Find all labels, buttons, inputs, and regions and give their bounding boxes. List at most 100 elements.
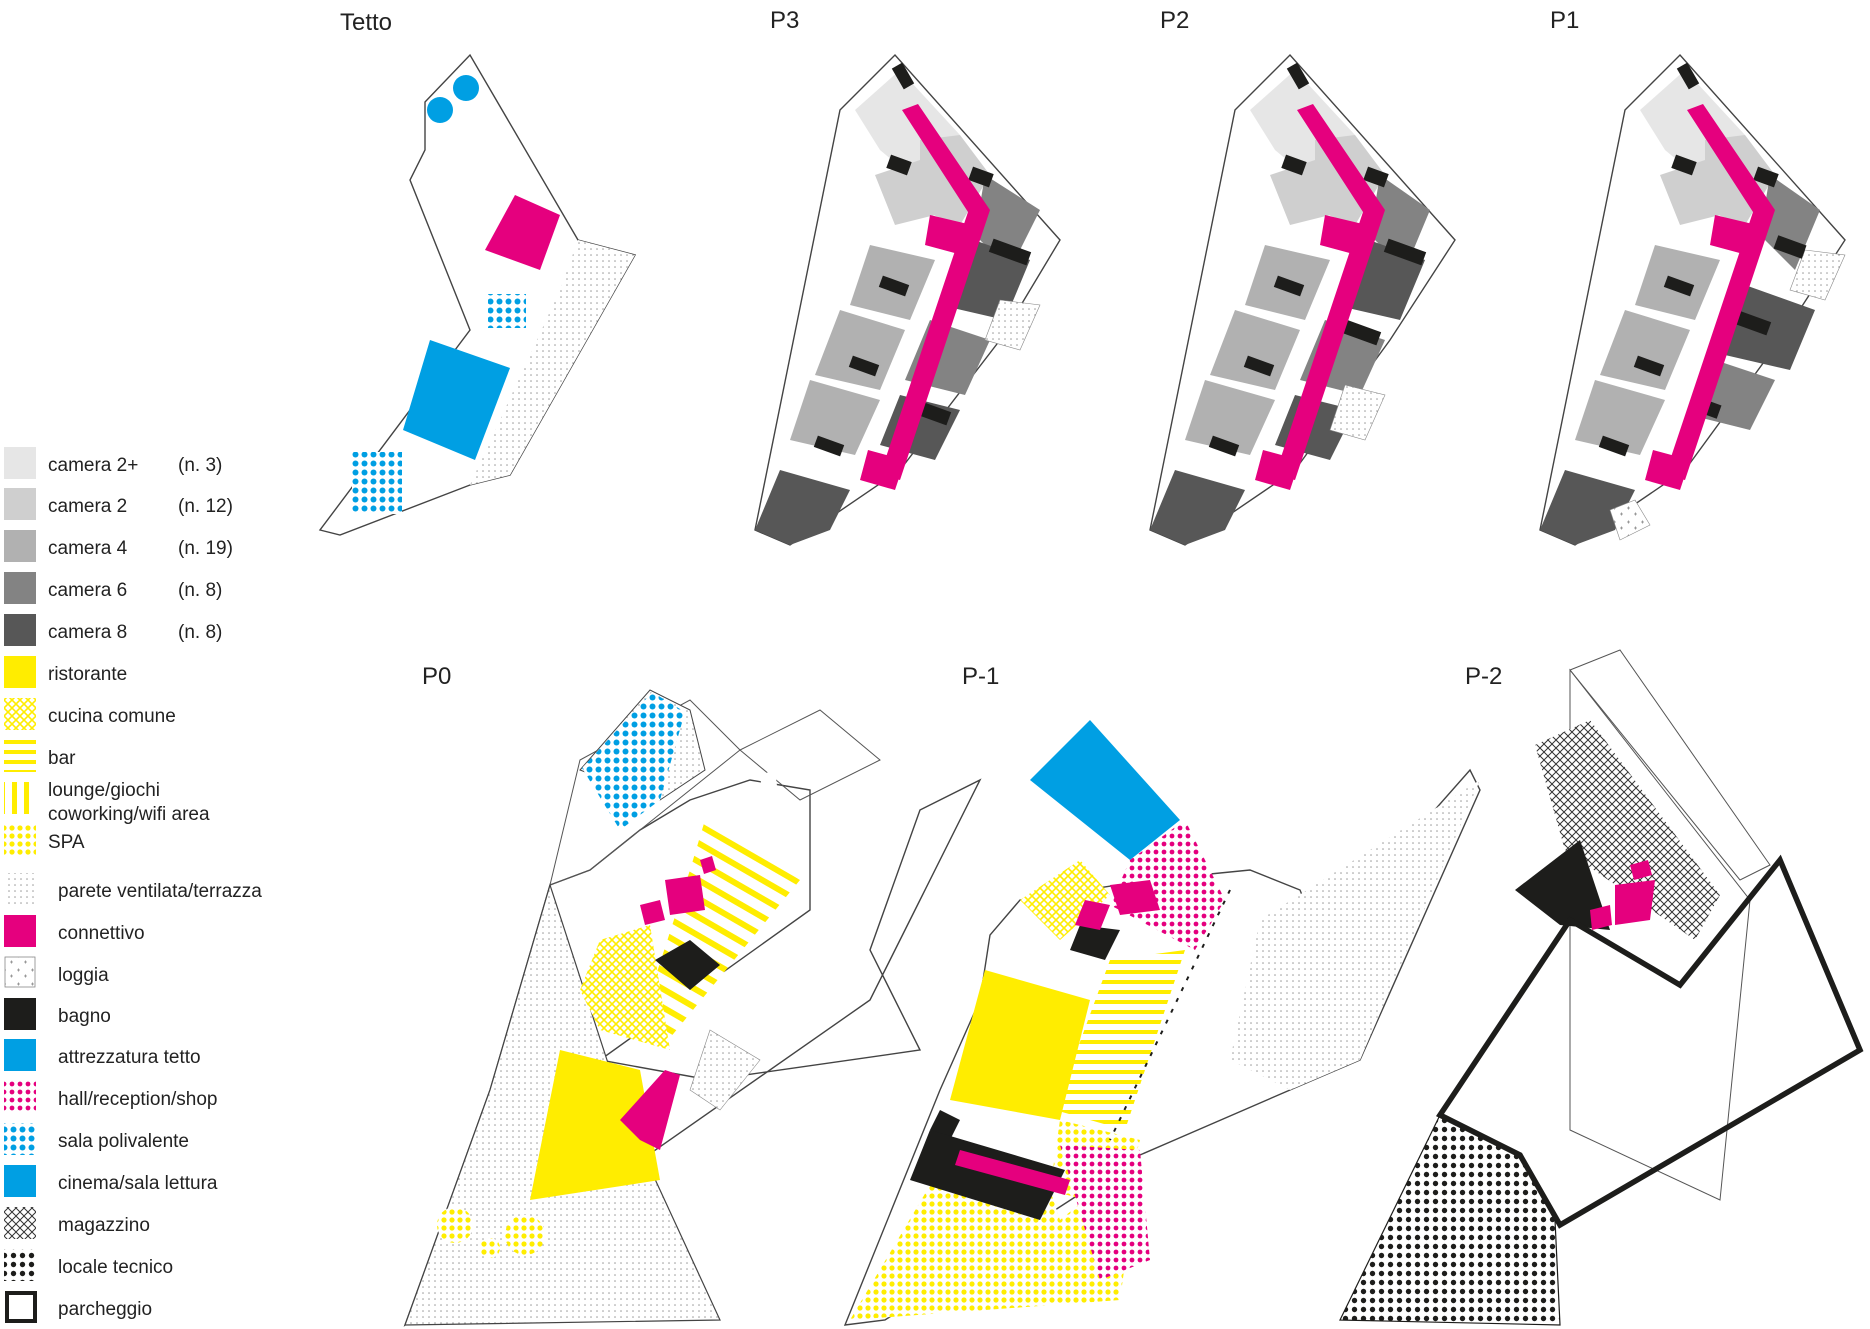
legend-item-parete-ventilata: parete ventilata/terrazza	[4, 873, 262, 905]
floor-title-tetto: Tetto	[340, 9, 392, 36]
p0-bagno	[655, 940, 720, 990]
plan-p2	[1149, 53, 1456, 546]
svg-text:camera 4: camera 4	[48, 538, 128, 559]
p0-connettivo	[700, 856, 716, 874]
p0-terrace	[689, 1029, 761, 1111]
legend-item-parcheggio: parcheggio	[5, 1291, 152, 1323]
pm1-connettivo	[1110, 880, 1160, 915]
svg-text:bagno: bagno	[58, 1006, 111, 1027]
p2-bagno	[1338, 318, 1382, 346]
svg-text:camera 2: camera 2	[48, 496, 127, 517]
p1-bagno	[1633, 355, 1665, 377]
p1-camera-2	[1660, 160, 1720, 225]
legend-item-ristorante: ristorante	[4, 656, 127, 688]
pm1-terrace	[1230, 780, 1480, 1090]
svg-text:parcheggio: parcheggio	[58, 1299, 152, 1320]
legend-item-camera-8: camera 8(n. 8)	[4, 614, 222, 646]
pm1-bagno	[1070, 925, 1120, 960]
pm2-connettivo	[1630, 860, 1652, 880]
p0-sala-polivalente	[582, 692, 685, 830]
p1-loggia	[1789, 249, 1846, 301]
p2-bagno	[1243, 355, 1275, 377]
pm1-spa	[850, 1155, 1140, 1320]
p3-camera-8	[755, 470, 850, 545]
pm1-connettivo	[955, 1150, 1070, 1195]
p1-connettivo	[1645, 450, 1690, 490]
svg-text:locale tecnico: locale tecnico	[58, 1257, 173, 1278]
pm2-connettivo	[1590, 905, 1612, 930]
svg-text:hall/reception/shop: hall/reception/shop	[58, 1089, 218, 1110]
p2-bagno	[1363, 166, 1389, 188]
p1-connettivo-corridor	[1665, 104, 1775, 480]
svg-text:loggia: loggia	[58, 965, 109, 986]
tetto-cinema	[403, 340, 510, 460]
plan-p3	[754, 53, 1061, 546]
p2-bagno	[1281, 154, 1307, 176]
pm1-connettivo	[1075, 900, 1110, 930]
svg-text:(n. 3): (n. 3)	[178, 455, 222, 476]
svg-text:magazzino: magazzino	[58, 1215, 150, 1236]
svg-text:ristorante: ristorante	[48, 664, 127, 685]
p2-camera-8	[1150, 470, 1245, 545]
p0-cucina-comune	[580, 925, 670, 1050]
legend-item-connettivo: connettivo	[4, 915, 145, 947]
pm1-hall	[1060, 1145, 1150, 1280]
pm2-magazzino	[1535, 720, 1720, 940]
floor-title-p2: P2	[1160, 7, 1189, 34]
plan-p1	[1539, 53, 1846, 546]
p2-bagno	[1208, 435, 1240, 457]
legend-item-cinema: cinema/sala lettura	[4, 1165, 218, 1197]
p0-lounge	[640, 820, 800, 1050]
p0-connettivo	[640, 900, 665, 925]
p3-connettivo-corridor	[880, 104, 990, 480]
plan-pm2	[1339, 649, 1864, 1326]
tetto-equipment-circle	[453, 75, 479, 101]
p2-camera-4	[1210, 310, 1300, 390]
pm2-locale-tecnico	[1340, 1115, 1560, 1325]
p1-bagno	[1598, 435, 1630, 457]
svg-text:lounge/giochi: lounge/giochi	[48, 780, 160, 801]
p0-connettivo	[620, 1070, 680, 1150]
legend-item-camera-2plus: camera 2+(n. 3)	[4, 447, 222, 479]
legend-item-spa: SPA	[4, 824, 85, 856]
p2-camera-2	[1270, 160, 1330, 225]
pm1-cinema	[1030, 720, 1180, 860]
floor-title-p1: P1	[1550, 7, 1579, 34]
pm1-dashed-line	[1109, 889, 1231, 1141]
svg-text:attrezzatura tetto: attrezzatura tetto	[58, 1047, 201, 1068]
p0-connettivo	[665, 875, 705, 915]
floor-title-pm1: P-1	[962, 663, 999, 690]
svg-text:camera 8: camera 8	[48, 622, 127, 643]
p3-bagno	[886, 154, 912, 176]
legend-item-bar: bar	[4, 740, 76, 772]
legend: camera 2+(n. 3) camera 2 (n. 12) camera 4…	[4, 447, 262, 1323]
pm2-connettivo	[1615, 880, 1655, 925]
p3-bagno	[848, 355, 880, 377]
svg-text:SPA: SPA	[48, 832, 85, 853]
p0-spa-circle	[437, 1207, 473, 1243]
p2-connettivo-corridor	[1275, 104, 1385, 480]
svg-text:cucina comune: cucina comune	[48, 706, 176, 727]
legend-item-cucina-comune: cucina comune	[4, 698, 176, 730]
legend-item-camera-2: camera 2 (n. 12)	[4, 488, 233, 520]
p2-connettivo	[1320, 215, 1367, 255]
legend-item-camera-4: camera 4(n. 19)	[4, 530, 233, 562]
pm1-cucina-comune	[1020, 860, 1110, 940]
svg-text:(n. 12): (n. 12)	[178, 496, 233, 517]
p2-camera-4	[1185, 380, 1275, 455]
p2-connettivo	[1255, 450, 1300, 490]
p3-loggia	[984, 299, 1041, 351]
svg-text:connettivo: connettivo	[58, 923, 145, 944]
p0-spa-circle	[480, 1238, 500, 1258]
legend-item-hall: hall/reception/shop	[4, 1081, 218, 1113]
floor-title-pm2: P-2	[1465, 663, 1502, 690]
pm1-hall	[1110, 820, 1225, 950]
p3-bagno	[813, 435, 845, 457]
p3-camera-2	[875, 160, 935, 225]
p0-spa-circle	[505, 1215, 545, 1255]
pm1-ristorante	[950, 970, 1090, 1120]
p2-loggia	[1329, 384, 1386, 441]
p0-ristorante	[530, 1050, 660, 1200]
